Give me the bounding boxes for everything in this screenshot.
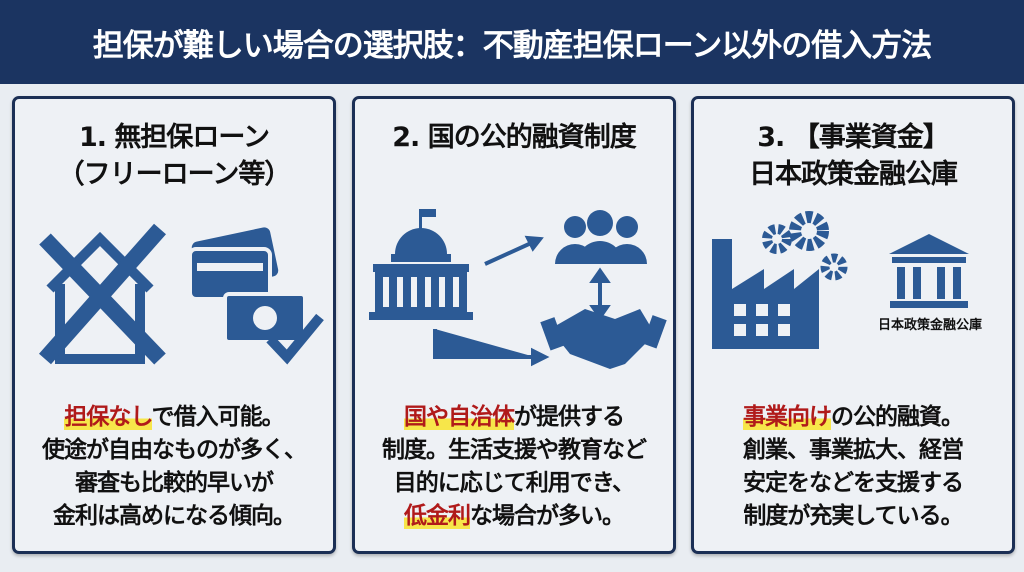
no-collateral-icons — [39, 223, 324, 365]
panel-description: 担保なしで借入可能。 使途が自由なものが多く、 審査も比較的早いが 金利は高めに… — [15, 401, 333, 533]
public-loan-icons — [369, 209, 667, 369]
panel-description: 国や自治体が提供する 制度。生活支援や教育など 目的に応じて利用でき、 低金利な… — [355, 401, 673, 533]
text: 創業、事業拡大、経営 — [743, 437, 964, 463]
text: の公的融資。 — [831, 404, 964, 430]
panel-title: 1. 無担保ローン （フリーローン等） — [15, 119, 333, 193]
panel-unsecured-loan: 1. 無担保ローン （フリーローン等） 担保なしで借入可能。 使途が自由なものが… — [12, 96, 336, 554]
credit-card-cash-icon — [188, 227, 324, 365]
title-line: 日本政策金融公庫 — [749, 159, 958, 190]
panel-title: 2. 国の公的融資制度 — [355, 119, 673, 156]
text: 安定をなどを支援する — [743, 470, 964, 496]
text: 制度。生活支援や教育など — [382, 437, 647, 463]
bank-building-icon — [889, 234, 969, 308]
title-line: 1. 無担保ローン — [78, 122, 270, 153]
text: 制度が充実している。 — [743, 503, 963, 529]
text: な場合が多い。 — [470, 503, 625, 529]
panel-title: 3. 【事業資金】 日本政策金融公庫 — [694, 119, 1012, 193]
house-crossed-icon — [39, 223, 166, 365]
highlight-text: 担保なし — [64, 404, 153, 430]
panel-jfc: 3. 【事業資金】 日本政策金融公庫 日本政策金融公庫 事業向けの公的融資。 創… — [691, 96, 1015, 554]
panel-public-loan: 2. 国の公的融資制度 国や自治体が提供する 制度。生活支援や教育など — [352, 96, 676, 554]
gears-icon — [762, 211, 848, 281]
highlight-text: 低金利 — [404, 503, 471, 529]
arrow-icon — [433, 235, 611, 367]
people-group-icon — [555, 210, 647, 264]
text: が提供する — [514, 404, 625, 430]
text: 使途が自由なものが多く、 — [42, 437, 307, 463]
panel-description: 事業向けの公的融資。 創業、事業拡大、経営 安定をなどを支援する 制度が充実して… — [694, 401, 1012, 533]
text: 目的に応じて利用でき、 — [393, 470, 635, 496]
highlight-text: 国や自治体 — [404, 404, 515, 430]
text: 金利は高めになる傾向。 — [53, 503, 296, 529]
factory-icon — [712, 239, 819, 349]
page-title: 担保が難しい場合の選択肢：不動産担保ローン以外の借入方法 — [92, 27, 932, 64]
title-line: 3. 【事業資金】 — [757, 122, 949, 153]
header-banner: 担保が難しい場合の選択肢：不動産担保ローン以外の借入方法 — [0, 0, 1024, 84]
text: で借入可能。 — [151, 404, 285, 430]
business-icons: 日本政策金融公庫 — [712, 211, 982, 349]
handshake-icon — [540, 309, 667, 369]
government-building-icon — [369, 209, 473, 320]
title-line: 2. 国の公的融資制度 — [392, 122, 636, 153]
text: 審査も比較的早いが — [75, 470, 274, 496]
highlight-text: 事業向け — [743, 404, 832, 430]
title-line: （フリーローン等） — [57, 159, 292, 190]
jfc-icon-label: 日本政策金融公庫 — [878, 317, 982, 333]
